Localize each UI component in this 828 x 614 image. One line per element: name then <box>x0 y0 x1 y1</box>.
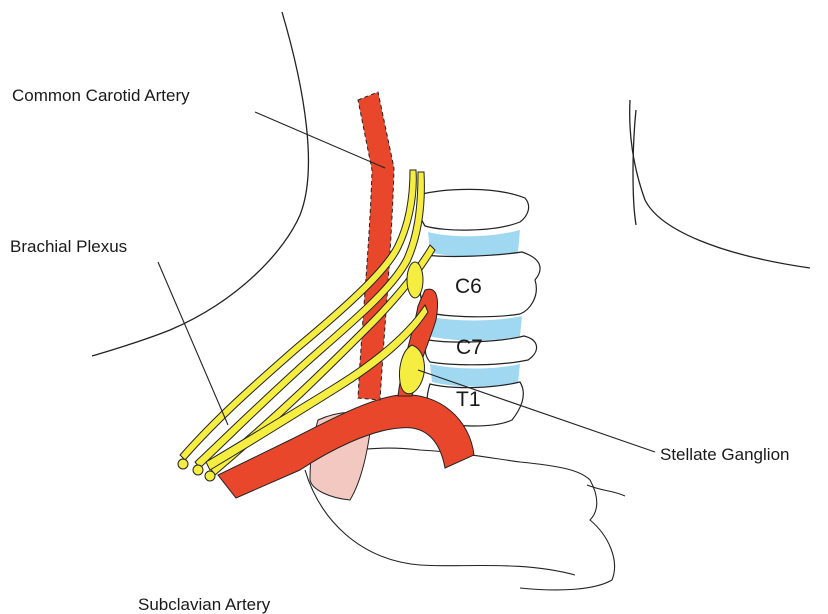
leader-brachial-plexus <box>158 262 228 425</box>
brachial-plexus-label: Brachial Plexus <box>10 238 127 255</box>
disc-c7-t1 <box>430 364 520 387</box>
common-carotid-artery-label: Common Carotid Artery <box>12 87 190 104</box>
vertebra-upper <box>417 189 528 230</box>
vertebra-c7-label: C7 <box>456 336 483 359</box>
stellate-ganglion <box>400 345 425 394</box>
middle-cervical-ganglion <box>407 262 423 298</box>
disc-upper <box>428 230 520 257</box>
vertebra-c6-label: C6 <box>455 275 482 298</box>
vertebra-t1-label: T1 <box>456 388 481 411</box>
subclavian-artery-label: Subclavian Artery <box>138 596 270 613</box>
stellate-ganglion-label: Stellate Ganglion <box>660 446 789 463</box>
